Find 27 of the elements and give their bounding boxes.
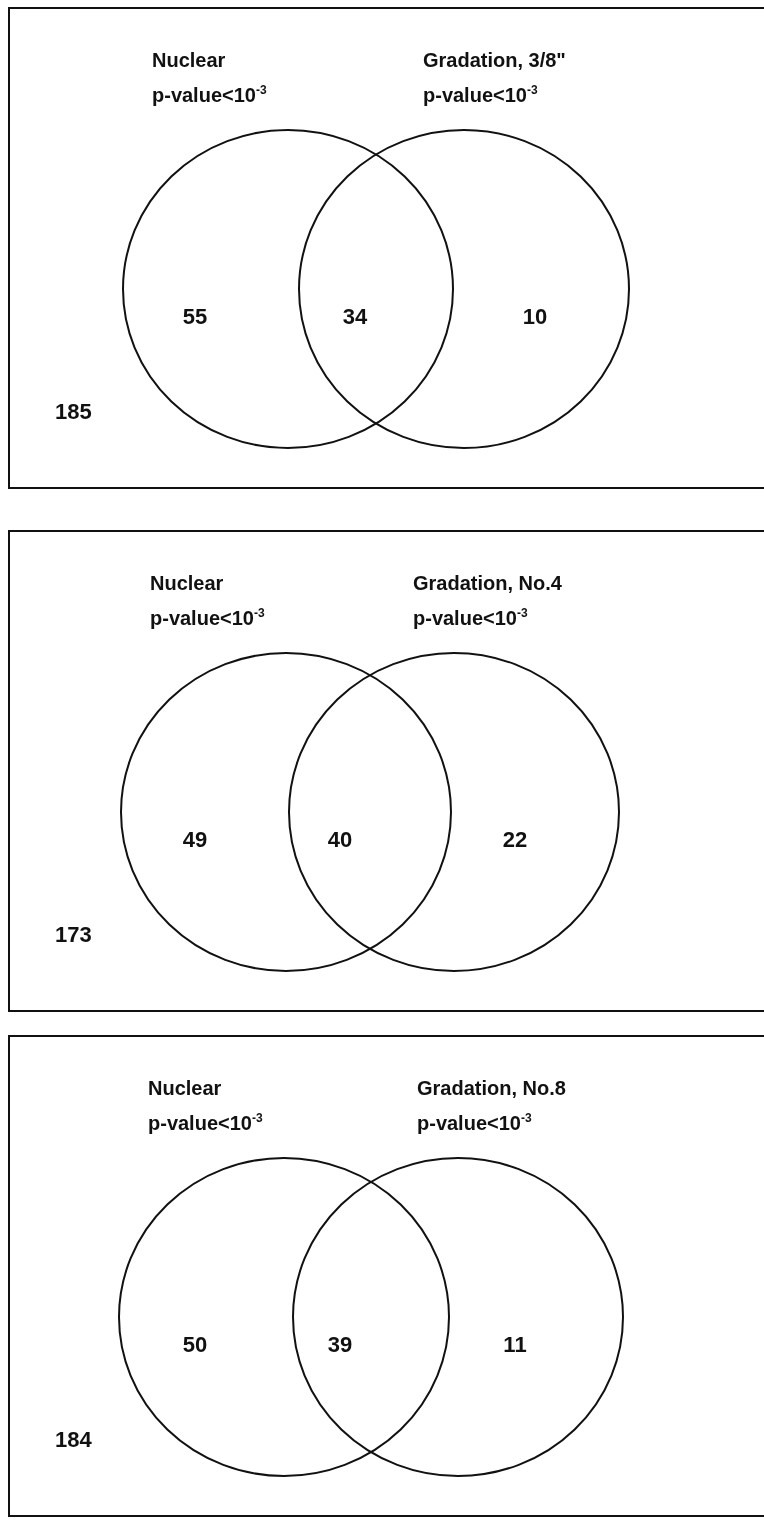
set-title: Nuclear: [152, 49, 226, 72]
set-threshold: p-value<10$^{-3}$: [423, 83, 538, 107]
set-threshold: p-value<10$^{-3}$: [413, 606, 528, 630]
set-threshold: p-value<10$^{-3}$: [152, 83, 267, 107]
total-count: 184: [55, 1427, 92, 1453]
set-threshold: p-value<10$^{-3}$: [148, 1111, 263, 1135]
venn-panel: [8, 530, 764, 1012]
set-title: Gradation, 3/8": [423, 49, 566, 72]
region-count: 22: [502, 827, 528, 853]
region-count: 10: [522, 304, 548, 330]
region-count: 40: [327, 827, 353, 853]
region-count: 11: [503, 1332, 527, 1358]
set-title: Gradation, No.4: [413, 572, 562, 595]
set-title: Nuclear: [150, 572, 224, 595]
set-title: Nuclear: [148, 1077, 222, 1100]
venn-panel: [8, 1035, 764, 1517]
region-count: 49: [182, 827, 208, 853]
venn-panel: [8, 7, 764, 489]
region-count: 50: [182, 1332, 208, 1358]
region-count: 34: [342, 304, 368, 330]
region-count: 55: [182, 304, 208, 330]
set-title: Gradation, No.8: [417, 1077, 566, 1100]
total-count: 173: [55, 922, 92, 948]
total-count: 185: [55, 399, 92, 425]
region-count: 39: [327, 1332, 353, 1358]
set-threshold: p-value<10$^{-3}$: [417, 1111, 532, 1135]
set-threshold: p-value<10$^{-3}$: [150, 606, 265, 630]
